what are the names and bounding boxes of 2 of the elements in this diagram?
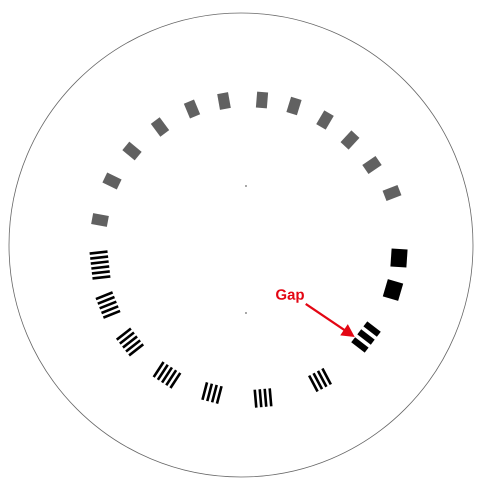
- bar-pattern: [351, 321, 381, 353]
- callout-text: Gap: [276, 289, 304, 303]
